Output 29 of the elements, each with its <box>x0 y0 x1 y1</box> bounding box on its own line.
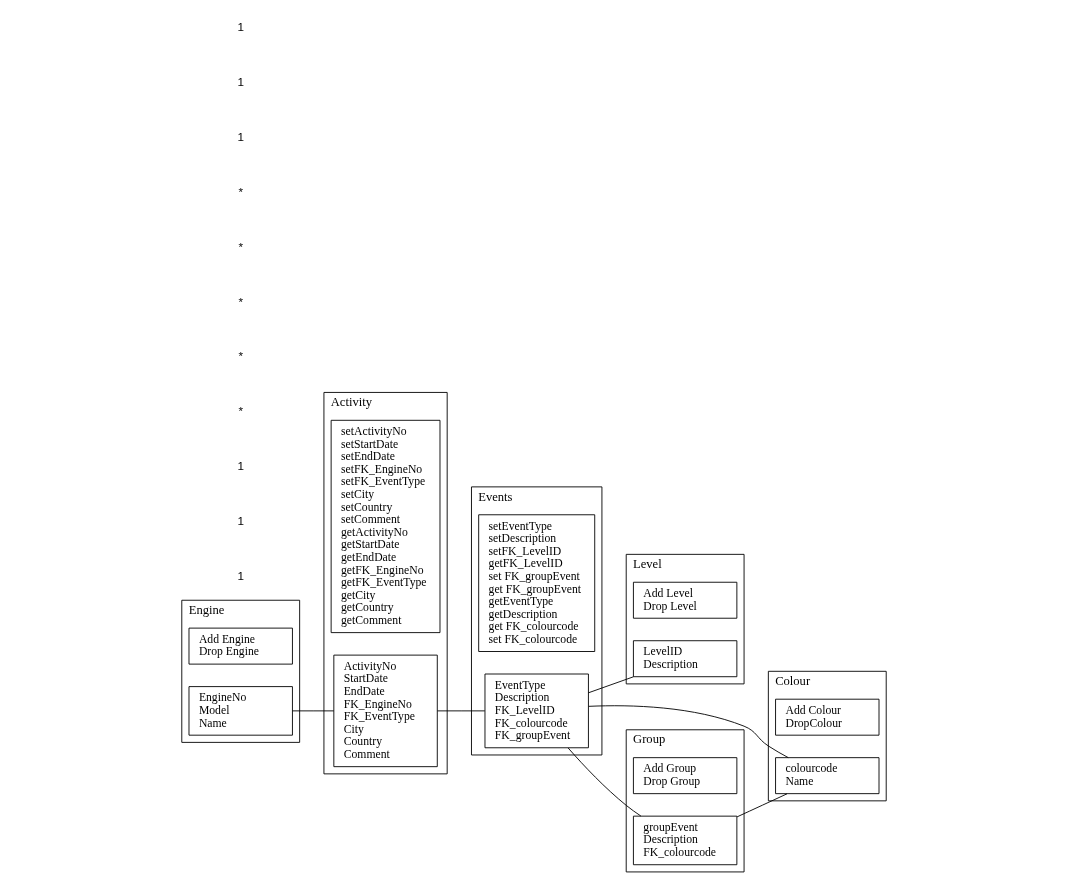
label: 1 <box>237 20 244 34</box>
node-box: Add Colour DropColour <box>775 698 880 736</box>
label: * <box>238 294 243 308</box>
node-box: setEventType setDescription setFK_LevelID getFK_LevelID set FK_groupEvent get FK_groupEvent getEventType getDescription get FK_colourcode set FK_colourcode <box>478 514 596 652</box>
label: * <box>238 184 243 198</box>
label: 1 <box>237 129 244 143</box>
node-box: colourcode Name <box>775 757 880 795</box>
node-box: EngineNo Model Name <box>188 686 293 736</box>
label: 1 <box>237 514 244 528</box>
label: * <box>238 239 243 253</box>
node-box: groupEvent Description FK_colourcode <box>632 815 738 866</box>
label: * <box>238 404 243 418</box>
connector <box>588 705 789 759</box>
label: 1 <box>237 459 244 473</box>
node-box: ActivityNo StartDate EndDate FK_EngineNo FK_EventType City Country Comment <box>333 654 438 768</box>
connector <box>588 676 634 694</box>
node-box: EventType Description FK_LevelID FK_colourcode FK_groupEvent <box>484 673 589 749</box>
node-box: Add Level Drop Level <box>632 581 738 619</box>
node-box: setActivityNo setStartDate setEndDate setFK_EngineNo setFK_EventType setCity setCountry setComment getActivityNo getStartDate getEndDate getFK_EngineNo getFK_EventType getCity getCountry getComment <box>330 419 441 634</box>
node-box: Add Group Drop Group <box>632 757 738 795</box>
connector <box>567 747 642 817</box>
label: 1 <box>237 75 244 89</box>
connector <box>292 710 335 712</box>
node-box: Add Engine Drop Engine <box>188 627 293 665</box>
connector <box>736 793 788 818</box>
label: 1 <box>237 568 244 582</box>
label: * <box>238 349 243 363</box>
node-box: LevelID Description <box>632 640 738 678</box>
connector <box>437 710 486 712</box>
